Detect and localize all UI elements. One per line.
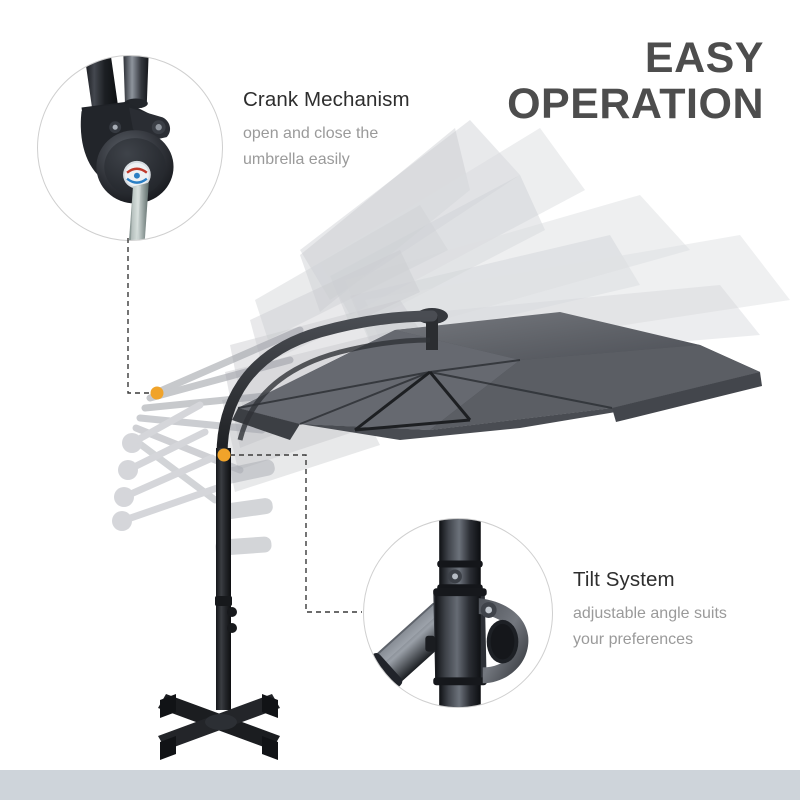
bottom-color-band bbox=[0, 770, 800, 800]
feature-desc-tilt-line-1: adjustable angle suits bbox=[573, 605, 727, 622]
cantilever-arm bbox=[216, 310, 438, 461]
main-canopy bbox=[232, 308, 762, 440]
feature-desc-tilt: adjustable angle suits your preferences bbox=[573, 601, 727, 653]
callout-crank-mechanism bbox=[37, 55, 223, 241]
feature-desc-crank: open and close the umbrella easily bbox=[243, 121, 410, 173]
feature-title-tilt: Tilt System bbox=[573, 568, 675, 591]
feature-title-crank: Crank Mechanism bbox=[243, 88, 410, 111]
umbrella-pole bbox=[215, 448, 237, 710]
tilt-joint-photo bbox=[364, 519, 552, 707]
ghost-support-arms bbox=[112, 326, 304, 531]
feature-desc-tilt-line-2: your preferences bbox=[573, 630, 694, 648]
callout-tilt-system bbox=[363, 518, 553, 708]
crank-mechanism-photo bbox=[38, 56, 222, 240]
feature-crank-mechanism: Crank Mechanism open and close the umbre… bbox=[243, 88, 410, 173]
ghost-canopy-blades bbox=[220, 120, 790, 492]
headline-line-1: EASY bbox=[644, 34, 764, 82]
headline-line-2: OPERATION bbox=[507, 79, 764, 128]
page-title: EASY OPERATION bbox=[507, 34, 764, 128]
feature-desc-crank-line-1: open and close the bbox=[243, 125, 379, 142]
feature-tilt-system: Tilt System adjustable angle suits your … bbox=[573, 568, 727, 653]
umbrella-base bbox=[158, 694, 280, 760]
feature-desc-crank-line-2: umbrella easily bbox=[243, 150, 350, 168]
